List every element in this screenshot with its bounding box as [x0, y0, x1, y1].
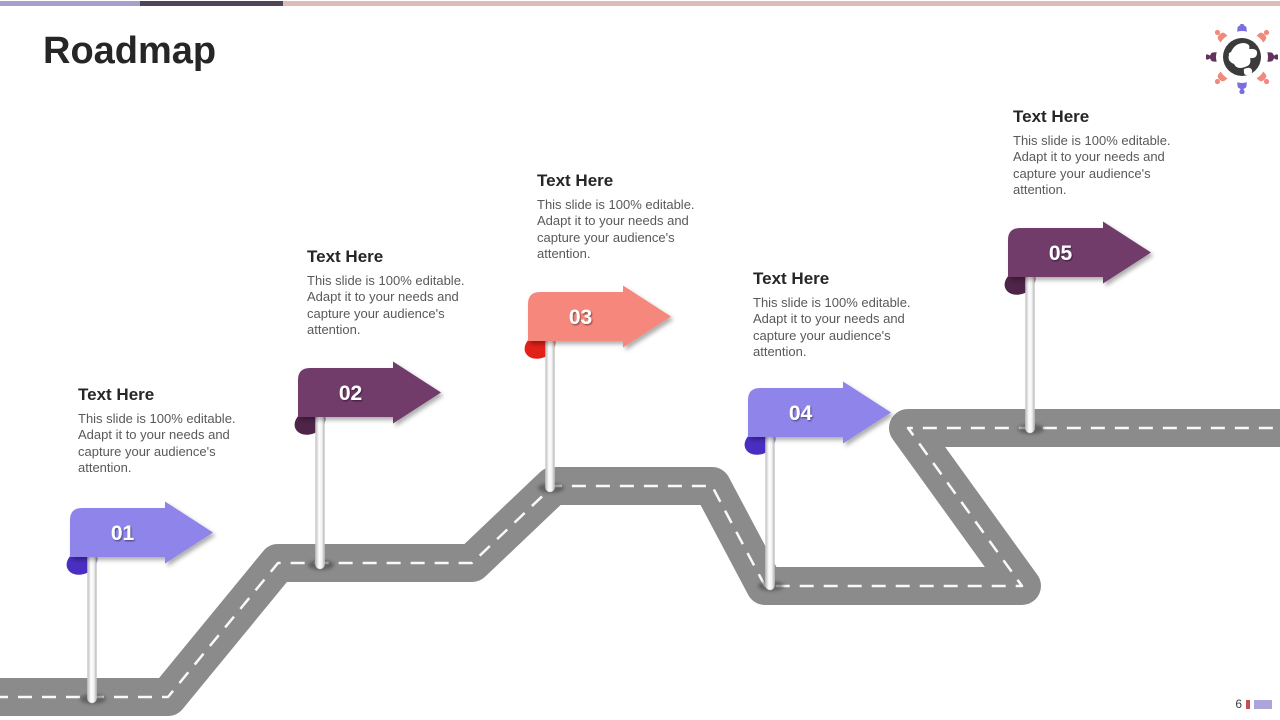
milestone-pole-01 [87, 550, 97, 704]
top-bar-segment-1 [0, 1, 140, 6]
milestone-description-02: This slide is 100% editable. Adapt it to… [307, 273, 465, 337]
milestone-02: 02 [294, 361, 441, 570]
milestone-04: 04 [744, 381, 891, 591]
milestone-pole-03 [545, 334, 555, 493]
logo-dot [1240, 24, 1244, 28]
slide-title: Roadmap [43, 30, 217, 72]
milestone-sign-01 [70, 501, 213, 564]
milestone-heading-04: Text Here [753, 269, 830, 288]
top-bar-segment-3 [283, 1, 1280, 6]
milestone-05: 05 [1004, 221, 1151, 434]
milestone-description-01: This slide is 100% editable. Adapt it to… [78, 411, 236, 475]
milestone-heading-05: Text Here [1013, 107, 1090, 126]
milestone-description-05: This slide is 100% editable. Adapt it to… [1013, 133, 1171, 197]
milestone-pole-04 [765, 430, 775, 591]
milestone-03: 03 [524, 285, 671, 493]
milestone-number-01: 01 [111, 522, 135, 545]
milestone-number-03: 03 [569, 306, 592, 329]
road-center-line [0, 426, 1280, 699]
footer-bar [1254, 699, 1272, 709]
milestone-sign-04 [748, 381, 891, 444]
logo-dot [1240, 86, 1244, 91]
milestone-sign-03 [528, 285, 671, 348]
milestone-heading-02: Text Here [307, 247, 384, 266]
milestone-sign-02 [298, 361, 441, 424]
milestone-pole-05 [1025, 270, 1035, 434]
milestone-sign-05 [1008, 221, 1151, 284]
milestone-number-05: 05 [1049, 242, 1073, 265]
logo-dot [1271, 55, 1276, 59]
milestone-description-03: This slide is 100% editable. Adapt it to… [537, 197, 695, 261]
footer-tick [1246, 699, 1250, 709]
milestone-heading-03: Text Here [537, 171, 614, 190]
milestone-01: 01 [66, 501, 213, 704]
milestone-heading-01: Text Here [78, 385, 155, 404]
globe-people-logo-icon [1206, 24, 1278, 94]
logo-dot [1208, 55, 1213, 59]
top-bar-segment-2 [140, 1, 283, 6]
milestone-number-04: 04 [789, 402, 813, 425]
milestone-pole-02 [315, 410, 325, 570]
milestone-number-02: 02 [339, 382, 362, 405]
page-number: 6 [1235, 697, 1242, 711]
footer: 6 [1235, 697, 1272, 711]
milestone-description-04: This slide is 100% editable. Adapt it to… [753, 295, 911, 359]
